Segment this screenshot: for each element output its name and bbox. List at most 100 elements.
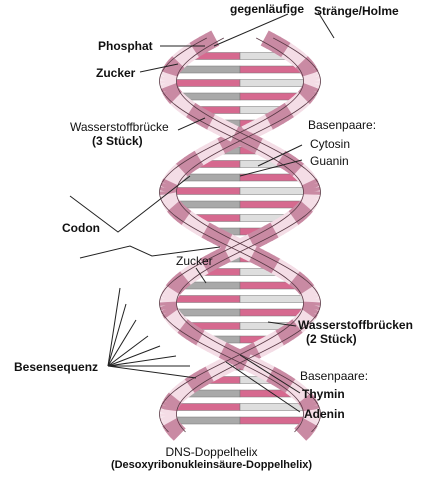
strand-segment: [161, 289, 179, 301]
strand-segment: [294, 424, 310, 441]
strand-segment: [210, 138, 226, 158]
label-adenin: Adenin: [304, 407, 345, 421]
strand-segment: [276, 261, 292, 280]
strand-segment: [302, 293, 320, 303]
strand-segment: [266, 255, 281, 275]
label-codon: Codon: [62, 221, 100, 235]
strand-segment: [160, 404, 178, 414]
leader-thymin: [239, 354, 301, 394]
strand-segment: [295, 167, 312, 183]
strand-segment: [184, 264, 199, 283]
strand-segment: [216, 246, 231, 266]
strand-segment: [168, 389, 185, 405]
label-zucker-mid: Zucker: [176, 254, 213, 268]
strand-segment: [193, 147, 209, 166]
strand-segment: [297, 392, 315, 407]
leader-zucker-top: [139, 63, 179, 73]
strand-segment: [289, 160, 305, 178]
strand-segment: [281, 375, 296, 394]
strand-segment: [281, 42, 296, 61]
strand-segment: [302, 182, 320, 192]
strand-segment: [193, 369, 209, 388]
strand-segment: [243, 243, 258, 263]
strand-segment: [168, 278, 185, 294]
strand-segment: [171, 52, 188, 69]
strand-segment: [188, 150, 204, 169]
leader-adenin: [225, 361, 301, 413]
label-besensequenz: Besensequenz: [14, 360, 99, 374]
strand-segment: [161, 67, 179, 79]
strand-segment: [179, 157, 195, 175]
strand-segment: [299, 396, 317, 410]
strand-segment: [297, 170, 315, 185]
strand-segment: [254, 138, 270, 158]
strand-segment: [204, 252, 220, 272]
strand-segment: [297, 59, 315, 74]
strand-segment: [175, 160, 191, 178]
strand-segment: [254, 249, 270, 269]
strand-segment: [295, 278, 312, 294]
strand-segment: [171, 163, 188, 180]
label-wasserstoff-top: Wasserstoffbrücke: [70, 120, 169, 134]
label-wasserstoff-bottom: Wasserstoffbrücken: [298, 318, 413, 332]
leader-codon-upper: [69, 175, 191, 233]
strand-segment: [249, 246, 264, 266]
strand-front: [159, 30, 321, 441]
strand-segment: [161, 178, 179, 190]
label-zucker-top: Zucker: [96, 66, 136, 80]
base-left: [167, 187, 241, 195]
strand-segment: [271, 147, 287, 166]
strand-segment: [163, 174, 181, 188]
strand-segment: [285, 46, 301, 64]
strand-segment: [260, 252, 276, 272]
label-thymin: Thymin: [302, 387, 345, 401]
leader-guanin: [239, 159, 303, 177]
strand-segment: [184, 375, 199, 394]
strand-segment: [163, 285, 181, 299]
strand-segment: [171, 385, 188, 402]
strand-segment: [160, 182, 178, 192]
base-left: [168, 295, 241, 303]
strand-segment: [210, 249, 226, 269]
base-left: [167, 79, 241, 87]
strand-segment: [260, 141, 276, 161]
strand-segment: [271, 369, 287, 388]
strand-segment: [295, 389, 312, 405]
strand-segment: [160, 293, 178, 303]
strand-segment: [184, 42, 199, 61]
strand-segment: [281, 153, 296, 172]
strand-segment: [184, 153, 199, 172]
strand-segment: [301, 67, 319, 79]
strand-segment: [165, 392, 183, 407]
strand-segment: [210, 360, 226, 380]
leader-lines: [69, 11, 335, 413]
strand-segment: [271, 258, 287, 277]
leader-cytosin: [257, 144, 303, 167]
base-right: [239, 79, 313, 87]
strand-segment: [302, 404, 320, 414]
leader-wasserstoff-top: [177, 117, 206, 131]
strand-segment: [179, 379, 195, 397]
strand-segment: [276, 39, 292, 58]
strand-segment: [299, 63, 317, 77]
label-wasserstoff-top-count: (3 Stück): [92, 134, 143, 148]
strand-segment: [175, 382, 191, 400]
strand-segment: [289, 49, 305, 67]
strand-outline: [159, 37, 304, 433]
strand-segment: [301, 289, 319, 301]
strand-segment: [193, 258, 209, 277]
strand-segment: [204, 141, 220, 161]
label-phosphat: Phosphat: [98, 39, 153, 53]
strand-segment: [289, 271, 305, 289]
strand-segment: [204, 363, 220, 383]
strand-segment: [292, 163, 309, 180]
strand-segment: [170, 424, 186, 441]
caption-title: DNS-Doppelhelix: [165, 445, 258, 459]
leader-gegenlaeufige: [213, 13, 289, 47]
strand-segment: [161, 400, 179, 412]
strand-segment: [216, 135, 231, 155]
strand-segment: [199, 366, 214, 386]
strand-segment: [175, 271, 191, 289]
